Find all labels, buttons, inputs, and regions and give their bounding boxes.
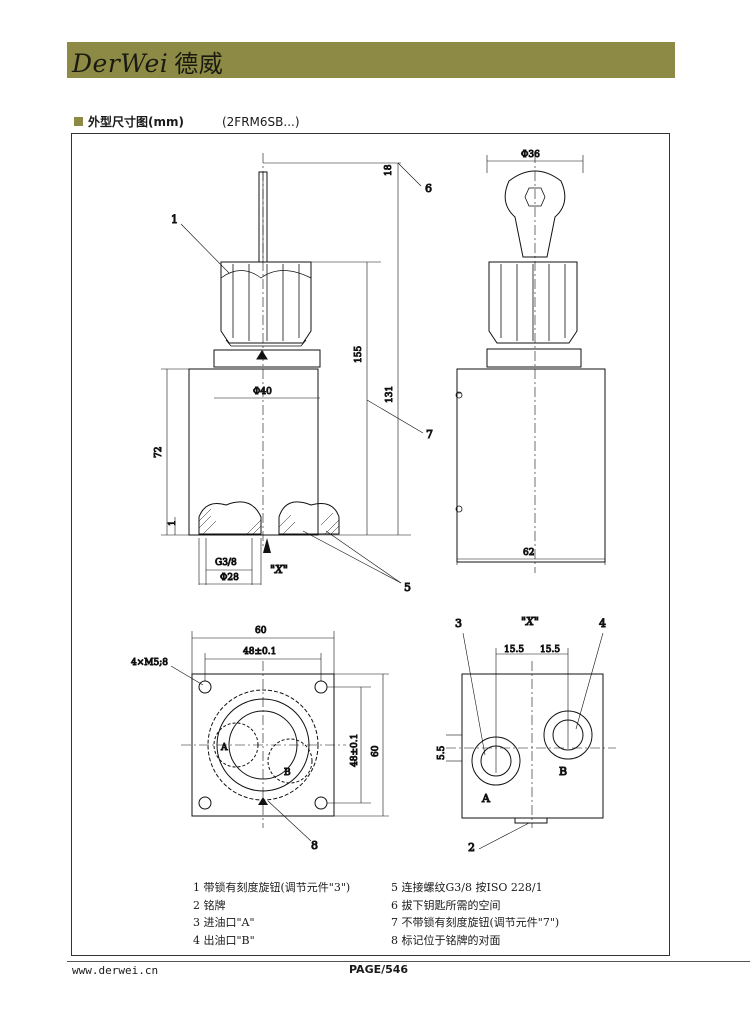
x-view-title: "X" — [521, 615, 539, 628]
x-view — [446, 632, 616, 850]
footer-url[interactable]: www.derwei.cn — [72, 964, 159, 977]
front-view — [161, 153, 424, 585]
dim-155: 155 — [354, 346, 364, 363]
dim-48-side: 48±0.1 — [350, 734, 360, 767]
technical-drawing: Φ36 18 155 131 72 1 Φ40 G3/8 Φ28 "X" 62 … — [131, 150, 616, 855]
dim-48-top: 48±0.1 — [243, 647, 276, 657]
dim-g38: G3/8 — [215, 558, 237, 568]
dim-m5: 4×M5;8 — [131, 658, 168, 668]
callout-1: 1 — [171, 213, 178, 226]
legend-item: 8 标记位于铭牌的对面 — [391, 933, 501, 947]
section-title: 外型尺寸图(mm) (2FRM6SB...) — [74, 113, 300, 130]
brand-latin: DerWei — [72, 49, 169, 78]
legend-item: 4 出油口"B" — [193, 933, 255, 947]
dim-1: 1 — [168, 520, 178, 526]
dim-28: Φ28 — [220, 573, 239, 583]
x-view-arrow-label: "X" — [270, 563, 288, 576]
dim-62: 62 — [523, 548, 534, 558]
port-b-label: B — [559, 765, 567, 778]
callout-5: 5 — [404, 581, 411, 594]
dim-72: 72 — [154, 447, 164, 458]
page-number: PAGE/546 — [349, 963, 409, 976]
port-b-small: B — [284, 768, 291, 778]
port-a-small: A — [220, 743, 228, 753]
legend-left: 1 带锁有刻度旋钮(调节元件"3") 2 铭牌 3 进油口"A" 4 出油口"B… — [193, 879, 350, 949]
dim-18: 18 — [384, 164, 394, 176]
dim-131: 131 — [385, 386, 395, 403]
drawing-frame — [71, 133, 670, 956]
side-body — [456, 368, 606, 563]
callout-3: 3 — [455, 617, 462, 630]
valve-body — [188, 368, 319, 536]
dim-top-dia: Φ36 — [521, 150, 540, 160]
brand-cn: 德威 — [174, 50, 224, 78]
callout-7: 7 — [426, 428, 433, 441]
callout-2: 2 — [468, 841, 475, 854]
legend-item: 2 铭牌 — [193, 898, 226, 912]
legend-item: 6 拔下钥匙所需的空间 — [391, 898, 501, 912]
legend-right: 5 连接螺纹G3/8 按ISO 228/1 6 拔下钥匙所需的空间 7 不带锁有… — [391, 879, 559, 949]
dim-15-5-b: 15.5 — [540, 645, 560, 655]
legend-item: 5 连接螺纹G3/8 按ISO 228/1 — [391, 881, 543, 894]
callout-6: 6 — [425, 182, 432, 195]
footer-divider — [67, 961, 750, 962]
section-title-text: 外型尺寸图(mm) — [88, 115, 184, 129]
header-bar — [67, 42, 675, 78]
dim-60-side: 60 — [371, 745, 381, 757]
knob — [220, 261, 312, 344]
key-head — [504, 170, 566, 258]
side-view — [455, 153, 606, 573]
dim-40: Φ40 — [253, 387, 272, 397]
dim-60-top: 60 — [255, 626, 267, 636]
model-code: (2FRM6SB...) — [221, 115, 300, 129]
dim-15-5-a: 15.5 — [504, 645, 524, 655]
bottom-view — [170, 631, 389, 842]
callout-8: 8 — [311, 839, 318, 852]
section-square-icon — [74, 117, 83, 126]
legend-item: 3 进油口"A" — [193, 916, 255, 929]
port-a-label: A — [481, 792, 491, 805]
callout-4: 4 — [599, 617, 606, 630]
collar — [213, 349, 321, 368]
side-knob — [488, 261, 578, 344]
legend-item: 7 不带锁有刻度旋钮(调节元件"7") — [391, 916, 560, 929]
dim-5-5: 5.5 — [437, 745, 447, 760]
legend-item: 1 带锁有刻度旋钮(调节元件"3") — [193, 881, 351, 894]
